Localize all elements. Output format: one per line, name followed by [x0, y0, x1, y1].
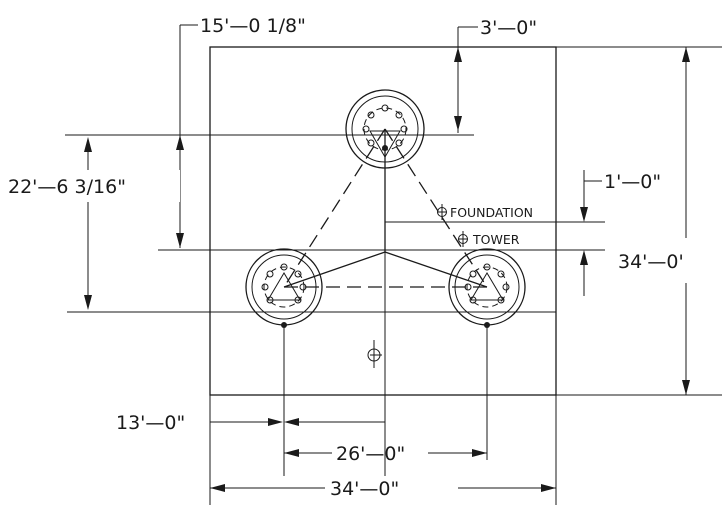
centerline-icon: [437, 204, 447, 220]
foundation-centerline-label: FOUNDATION: [437, 204, 533, 220]
foundation-label-text: FOUNDATION: [450, 205, 533, 220]
dimension-3ft-label: 3'—0": [480, 17, 537, 39]
dimension-34ft-horizontal: 34'—0": [209, 395, 557, 505]
centerline-icon: [458, 231, 468, 247]
base-plate-top: [369, 130, 401, 159]
dimension-26ft-label: 26'—0": [336, 443, 405, 465]
dimension-3ft: 3'—0": [454, 17, 537, 133]
dimension-1ft: 1'—0": [580, 170, 661, 296]
tower-triangle: [283, 128, 488, 288]
foundation-pad-outline: [209, 46, 557, 396]
dimension-34ft-vertical: 34'—0': [556, 46, 722, 396]
centerline-icon: [367, 340, 382, 368]
dimension-22ft: 22'—6 3/16": [0, 137, 180, 310]
anchor-bolt-holes: [464, 263, 510, 304]
tower-centerline-label: TOWER: [458, 231, 520, 247]
anchor-pier-right: [448, 248, 526, 328]
anchor-bolt-holes: [261, 263, 307, 304]
dimension-15ft: 15'—0 1/8": [176, 15, 306, 248]
dimension-13ft-label: 13'—0": [116, 412, 185, 434]
dimension-22ft-label: 22'—6 3/16": [8, 176, 126, 198]
dimension-13ft: 13'—0": [116, 412, 385, 434]
dimension-34ft-vertical-label: 34'—0': [618, 251, 684, 273]
anchor-bolt-holes: [362, 104, 408, 147]
dimension-15ft-label: 15'—0 1/8": [200, 15, 306, 37]
dimension-1ft-label: 1'—0": [604, 171, 661, 193]
dimension-26ft: 26'—0": [284, 443, 487, 465]
tower-label-text: TOWER: [472, 232, 520, 247]
dimension-34ft-horizontal-label: 34'—0": [330, 478, 399, 500]
anchor-pier-left: [245, 248, 323, 328]
base-plate-right: [470, 272, 504, 301]
base-plate-left: [267, 272, 301, 301]
